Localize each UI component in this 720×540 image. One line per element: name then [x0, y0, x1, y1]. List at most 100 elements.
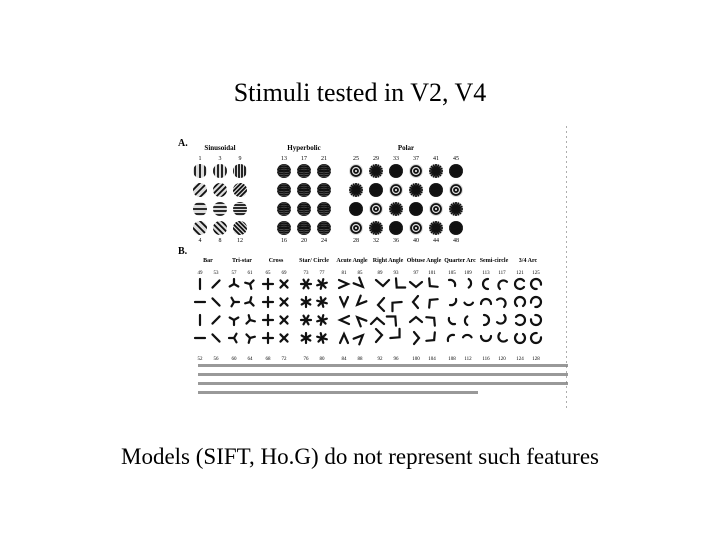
quarter-arc-icon [463, 301, 475, 307]
right-angle-icon [385, 315, 398, 327]
panel-a-stimulus-number: 45 [453, 156, 459, 162]
panel-b-stimulus-number: 77 [320, 271, 326, 276]
panel-b-stimulus-number: 57 [232, 271, 238, 276]
panel-a-group-label: Polar [398, 144, 414, 152]
obtuse-angle-icon [425, 316, 436, 327]
cross-icon [279, 279, 289, 289]
grating-stimulus-icon [317, 164, 331, 178]
panel-b-group-label: Obtuse Angle [407, 258, 442, 264]
grating-stimulus-icon [233, 183, 247, 197]
grating-stimulus-icon [193, 202, 207, 216]
bar-icon [211, 279, 221, 289]
scan-edge-line [566, 126, 567, 410]
panel-b-stimulus-number: 68 [266, 357, 272, 362]
panel-a-stimulus-number: 1 [199, 156, 202, 162]
grating-stimulus-icon [297, 183, 311, 197]
acute-angle-icon [352, 276, 365, 289]
cross-icon [279, 297, 289, 307]
grating-stimulus-icon [317, 202, 331, 216]
panel-b-stimulus-number: 56 [214, 357, 220, 362]
semicircle-icon [481, 277, 490, 291]
cross-icon [261, 313, 275, 327]
panel-b-stimulus-number: 101 [428, 271, 436, 276]
panel-b-stimulus-number: 100 [412, 357, 420, 362]
panel-a-stimulus-number: 28 [353, 238, 359, 244]
panel-b-stimulus-number: 60 [232, 357, 238, 362]
grating-stimulus-icon [369, 164, 383, 178]
grating-stimulus-icon [409, 183, 423, 197]
panel-a-stimulus-number: 32 [373, 238, 379, 244]
quarter-arc-icon [446, 333, 456, 343]
panel-b-group-label: Semi-circle [480, 258, 509, 264]
panel-a-stimulus-number: 29 [373, 156, 379, 162]
tri-star-icon [227, 332, 238, 344]
panel-b-stimulus-number: 113 [482, 271, 490, 276]
semicircle-icon [495, 313, 507, 325]
bar-icon [211, 297, 221, 307]
tri-star-icon [244, 279, 255, 290]
tri-star-icon [244, 296, 255, 307]
grating-stimulus-icon [449, 221, 463, 235]
panel-b-stimulus-number: 85 [358, 271, 364, 276]
quarter-arc-icon [447, 278, 457, 288]
grating-stimulus-icon [449, 202, 463, 216]
grating-stimulus-icon [449, 164, 463, 178]
grating-stimulus-icon [389, 164, 403, 178]
panel-a-stimulus-number: 37 [413, 156, 419, 162]
quarter-arc-icon [447, 316, 457, 326]
grating-stimulus-icon [277, 202, 291, 216]
star-icon [316, 332, 328, 344]
bar-icon [211, 315, 221, 325]
grating-stimulus-icon [277, 221, 291, 235]
grating-stimulus-icon [233, 202, 247, 216]
panel-a-stimulus-number: 9 [239, 156, 242, 162]
panel-a-stimulus-number: 20 [301, 238, 307, 244]
right-angle-icon [376, 296, 386, 313]
three-quarter-arc-icon [514, 313, 527, 327]
panel-b-stimulus-number: 76 [304, 357, 310, 362]
panel-b-stimulus-number: 72 [282, 357, 288, 362]
panel-b-stimulus-number: 49 [198, 271, 204, 276]
semicircle-icon [482, 313, 491, 327]
panel-a-stimulus-number: 13 [281, 156, 287, 162]
grating-stimulus-icon [213, 164, 227, 178]
three-quarter-arc-icon [513, 277, 526, 291]
panel-a-stimulus-number: 24 [321, 238, 327, 244]
grating-stimulus-icon [389, 202, 403, 216]
grating-stimulus-icon [233, 221, 247, 235]
grating-stimulus-icon [429, 221, 443, 235]
three-quarter-arc-icon [513, 295, 527, 308]
acute-angle-icon [337, 278, 351, 290]
panel-a-stimulus-number: 25 [353, 156, 359, 162]
panel-a-stimulus-number: 12 [237, 238, 243, 244]
figure-caption-text [198, 364, 568, 394]
cross-icon [279, 333, 289, 343]
star-icon [316, 278, 328, 290]
panel-b-stimulus-number: 117 [498, 271, 506, 276]
panel-b-group-label: 3/4 Arc [519, 258, 538, 264]
panel-a-stimulus-number: 16 [281, 238, 287, 244]
acute-angle-icon [338, 331, 350, 345]
panel-a-stimulus-number: 21 [321, 156, 327, 162]
star-icon [300, 331, 312, 345]
right-angle-icon [391, 300, 403, 313]
grating-stimulus-icon [233, 164, 247, 178]
obtuse-angle-icon [412, 330, 421, 346]
panel-a-stimulus-number: 36 [393, 238, 399, 244]
quarter-arc-icon [448, 297, 458, 307]
acute-angle-icon [355, 294, 368, 307]
grating-stimulus-icon [193, 164, 207, 178]
panel-b-stimulus-number: 81 [342, 271, 348, 276]
star-icon [316, 314, 328, 326]
obtuse-angle-icon [428, 277, 439, 288]
panel-b-group-label: Right Angle [373, 258, 404, 264]
grating-stimulus-icon [349, 183, 363, 197]
panel-a-group-label: Sinusoidal [204, 144, 235, 152]
grating-stimulus-icon [277, 164, 291, 178]
grating-stimulus-icon [193, 183, 207, 197]
obtuse-angle-icon [428, 298, 439, 309]
acute-angle-icon [338, 295, 350, 309]
grating-stimulus-icon [429, 202, 443, 216]
